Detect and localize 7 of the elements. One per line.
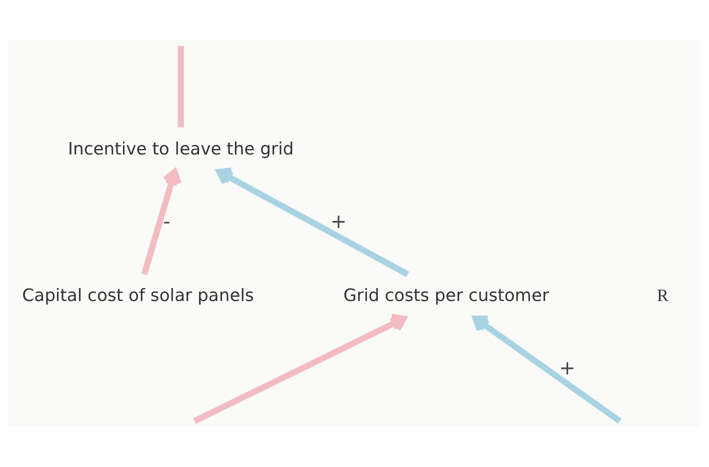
edge-label: +	[330, 210, 347, 233]
node-text: Grid costs per customer	[343, 286, 550, 306]
edge-label: -	[163, 210, 170, 233]
label: R	[656, 286, 668, 306]
node-text: Capital cost of solar panels	[22, 286, 254, 306]
node-text: Incentive to leave the grid	[68, 139, 294, 160]
edge-label: +	[559, 356, 576, 380]
